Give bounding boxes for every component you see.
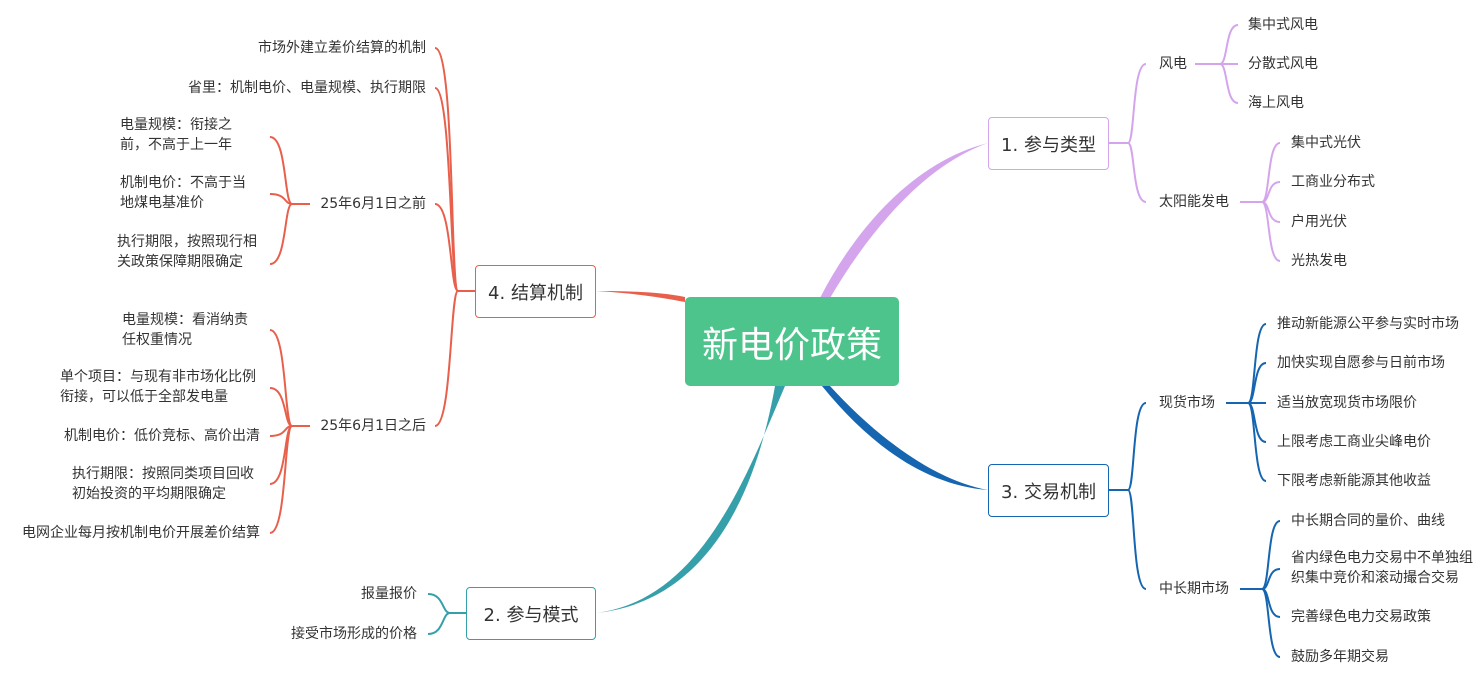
topic-item[interactable]: 电量规模：看消纳责 — [122, 312, 248, 328]
topic-item[interactable]: 分散式风电 — [1248, 56, 1318, 72]
topic-item[interactable]: 衔接，可以低于全部发电量 — [60, 389, 228, 405]
topic-item[interactable]: 户用光伏 — [1291, 214, 1347, 230]
topic-item[interactable]: 报量报价 — [361, 586, 417, 602]
topic-item[interactable]: 集中式光伏 — [1291, 135, 1361, 151]
topic-item[interactable]: 海上风电 — [1248, 95, 1304, 111]
topic-item[interactable]: 省里：机制电价、电量规模、执行期限 — [188, 80, 426, 96]
topic-item[interactable]: 织集中竞价和滚动撮合交易 — [1291, 570, 1459, 586]
subtopic-before-june[interactable]: 25年6月1日之前 — [320, 196, 426, 212]
subtopic-wind[interactable]: 风电 — [1159, 56, 1187, 72]
topic-item[interactable]: 关政策保障期限确定 — [117, 254, 243, 270]
topic-item[interactable]: 机制电价：低价竞标、高价出清 — [64, 428, 260, 444]
topic-item[interactable]: 执行期限，按照现行相 — [117, 234, 257, 250]
topic-item[interactable]: 执行期限：按照同类项目回收 — [72, 466, 254, 482]
topic-participation-type[interactable]: 1. 参与类型 — [988, 117, 1109, 170]
topic-item[interactable]: 机制电价：不高于当 — [120, 175, 246, 191]
topic-item[interactable]: 推动新能源公平参与实时市场 — [1277, 316, 1459, 332]
topic-item[interactable]: 适当放宽现货市场限价 — [1277, 395, 1417, 411]
topic-settlement-mechanism[interactable]: 4. 结算机制 — [475, 265, 596, 318]
topic-trading-mechanism[interactable]: 3. 交易机制 — [988, 464, 1109, 517]
topic-item[interactable]: 中长期合同的量价、曲线 — [1291, 513, 1445, 529]
topic-item[interactable]: 完善绿色电力交易政策 — [1291, 609, 1431, 625]
central-topic[interactable]: 新电价政策 — [685, 297, 899, 386]
topic-item[interactable]: 电网企业每月按机制电价开展差价结算 — [22, 525, 260, 541]
topic-item[interactable]: 前，不高于上一年 — [120, 137, 232, 153]
topic-item[interactable]: 光热发电 — [1291, 253, 1347, 269]
topic-item[interactable]: 工商业分布式 — [1291, 174, 1375, 190]
topic-item[interactable]: 电量规模：衔接之 — [120, 117, 232, 133]
subtopic-solar[interactable]: 太阳能发电 — [1159, 194, 1229, 210]
topic-item[interactable]: 集中式风电 — [1248, 17, 1318, 33]
topic-item[interactable]: 接受市场形成的价格 — [291, 626, 417, 642]
subtopic-after-june[interactable]: 25年6月1日之后 — [320, 418, 426, 434]
topic-item[interactable]: 地煤电基准价 — [120, 195, 204, 211]
topic-item[interactable]: 加快实现自愿参与日前市场 — [1277, 355, 1445, 371]
topic-item[interactable]: 下限考虑新能源其他收益 — [1277, 473, 1431, 489]
topic-item[interactable]: 市场外建立差价结算的机制 — [258, 40, 426, 56]
topic-item[interactable]: 初始投资的平均期限确定 — [72, 486, 226, 502]
topic-item[interactable]: 省内绿色电力交易中不单独组 — [1291, 550, 1473, 566]
topic-item[interactable]: 任权重情况 — [122, 332, 192, 348]
topic-item[interactable]: 上限考虑工商业尖峰电价 — [1277, 434, 1431, 450]
topic-item[interactable]: 鼓励多年期交易 — [1291, 649, 1389, 665]
topic-participation-mode[interactable]: 2. 参与模式 — [466, 587, 596, 640]
subtopic-midlong-market[interactable]: 中长期市场 — [1159, 581, 1229, 597]
subtopic-spot-market[interactable]: 现货市场 — [1159, 395, 1215, 411]
topic-item[interactable]: 单个项目：与现有非市场化比例 — [60, 369, 256, 385]
